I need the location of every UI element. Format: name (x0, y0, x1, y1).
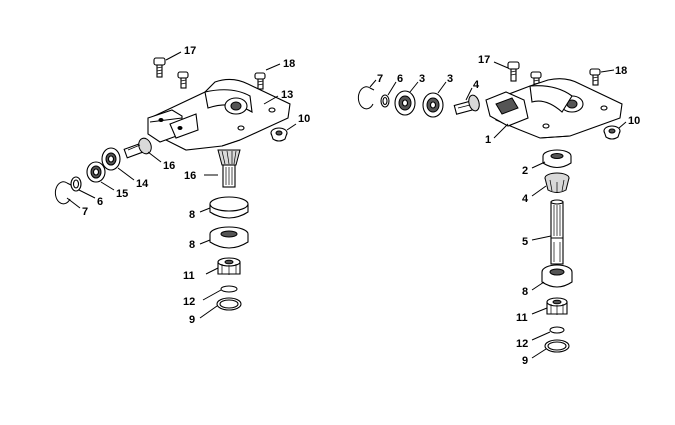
leader-14 (117, 167, 135, 181)
part-bevel-gear-16-vertical (217, 149, 241, 188)
leader-6-right (387, 81, 397, 96)
callout-9-left: 9 (189, 314, 195, 326)
leader-1 (493, 123, 509, 139)
leader-10-right (618, 121, 627, 129)
callout-6-right: 6 (397, 73, 403, 85)
part-bearing-8-lower-left (209, 226, 249, 249)
part-screw-18-left (254, 72, 266, 90)
callout-4-horizontal: 4 (473, 79, 480, 91)
leader-9-left (199, 305, 218, 319)
leader-8-upper-left (199, 207, 211, 213)
leader-9-right (531, 348, 547, 359)
part-bearing-8-right (541, 264, 573, 288)
leader-16-horizontal (147, 151, 162, 163)
leader-12-left (202, 289, 222, 301)
part-washer-6-right (380, 94, 390, 108)
callout-8-lower-left: 8 (189, 239, 195, 251)
callout-1: 1 (485, 134, 491, 146)
callout-10-right: 10 (628, 115, 640, 127)
part-pinion-16-horizontal (123, 137, 152, 159)
left-assembly: 17 18 13 10 16 14 15 6 7 16 8 8 11 12 9 (54, 45, 310, 326)
callout-5: 5 (522, 236, 528, 248)
callout-2: 2 (522, 165, 528, 177)
leader-13 (263, 95, 279, 105)
callout-3a: 3 (419, 73, 425, 85)
part-circlip-7-right (357, 86, 375, 110)
part-bearing-8-upper-left (209, 196, 249, 219)
part-sleeve-11-right (546, 297, 568, 315)
leader-11-left (205, 267, 219, 275)
leader-17-right (493, 61, 509, 69)
callout-7-left: 7 (82, 206, 88, 218)
leader-6-left (78, 189, 96, 199)
callout-12-right: 12 (516, 338, 528, 350)
leader-18-left (265, 63, 281, 71)
callout-10-left: 10 (298, 113, 310, 125)
part-bearing-3b (422, 92, 444, 118)
callout-13: 13 (281, 89, 293, 101)
leader-11-right (531, 307, 548, 315)
callout-8-right: 8 (522, 286, 528, 298)
leader-7-left (66, 197, 81, 209)
part-screw-17-right (507, 61, 520, 82)
part-circlip-12-right (549, 326, 565, 334)
right-assembly: 7 6 3 3 4 17 18 1 10 2 4 5 8 11 12 9 (357, 54, 640, 367)
part-screw-18-right (589, 68, 601, 86)
leader-10-left (286, 123, 297, 131)
part-plug-10-right (603, 125, 621, 140)
part-screw-17b-left (177, 71, 189, 89)
callout-8-upper-left: 8 (189, 209, 195, 221)
part-sleeve-11-left (217, 257, 241, 275)
callout-4-vertical: 4 (522, 193, 529, 205)
callout-18-right: 18 (615, 65, 627, 77)
leader-7-right (369, 79, 377, 88)
callout-16-horizontal: 16 (163, 160, 175, 172)
leader-3b (437, 81, 447, 94)
leader-18-right (600, 69, 615, 73)
part-pinion-4-horizontal (453, 94, 480, 115)
callout-11-right: 11 (516, 312, 528, 324)
callout-6-left: 6 (97, 196, 103, 208)
part-screw-17-left (153, 57, 166, 78)
part-bearing-14 (101, 147, 121, 171)
callout-15: 15 (116, 188, 128, 200)
callout-18-left: 18 (283, 58, 295, 70)
leader-12-right (531, 331, 551, 341)
callout-17-right: 17 (478, 54, 490, 66)
callout-12-left: 12 (183, 296, 195, 308)
part-washer-9-right (544, 339, 570, 353)
leader-5 (531, 235, 552, 241)
leader-8-lower-left (199, 239, 211, 245)
callout-9-right: 9 (522, 355, 528, 367)
callout-16-vertical: 16 (184, 170, 196, 182)
part-circlip-12-left (220, 285, 238, 293)
callout-3b: 3 (447, 73, 453, 85)
callout-17-left: 17 (184, 45, 196, 57)
leader-15 (100, 181, 115, 191)
leader-4-horizontal (465, 87, 473, 101)
part-bearing-3a (394, 90, 416, 116)
leader-3a (409, 81, 419, 93)
part-gear-housing-1 (485, 78, 623, 139)
part-plug-10-left (270, 127, 288, 142)
leader-2 (531, 161, 546, 169)
callout-11-left: 11 (183, 270, 195, 282)
leader-4-vertical (531, 185, 547, 197)
part-circlip-7-left (54, 181, 72, 205)
part-gear-housing-13 (147, 78, 291, 151)
leader-8-right (531, 281, 545, 291)
leader-17-left (165, 51, 182, 61)
part-washer-9-left (216, 297, 242, 311)
callout-7-right: 7 (377, 73, 383, 85)
part-washer-6-left (70, 176, 82, 192)
part-bearing-15 (86, 161, 106, 183)
part-shaft-5 (550, 199, 564, 265)
part-bearing-2 (542, 149, 572, 169)
part-bevel-gear-4-vertical (544, 172, 570, 193)
callout-14: 14 (136, 178, 149, 190)
